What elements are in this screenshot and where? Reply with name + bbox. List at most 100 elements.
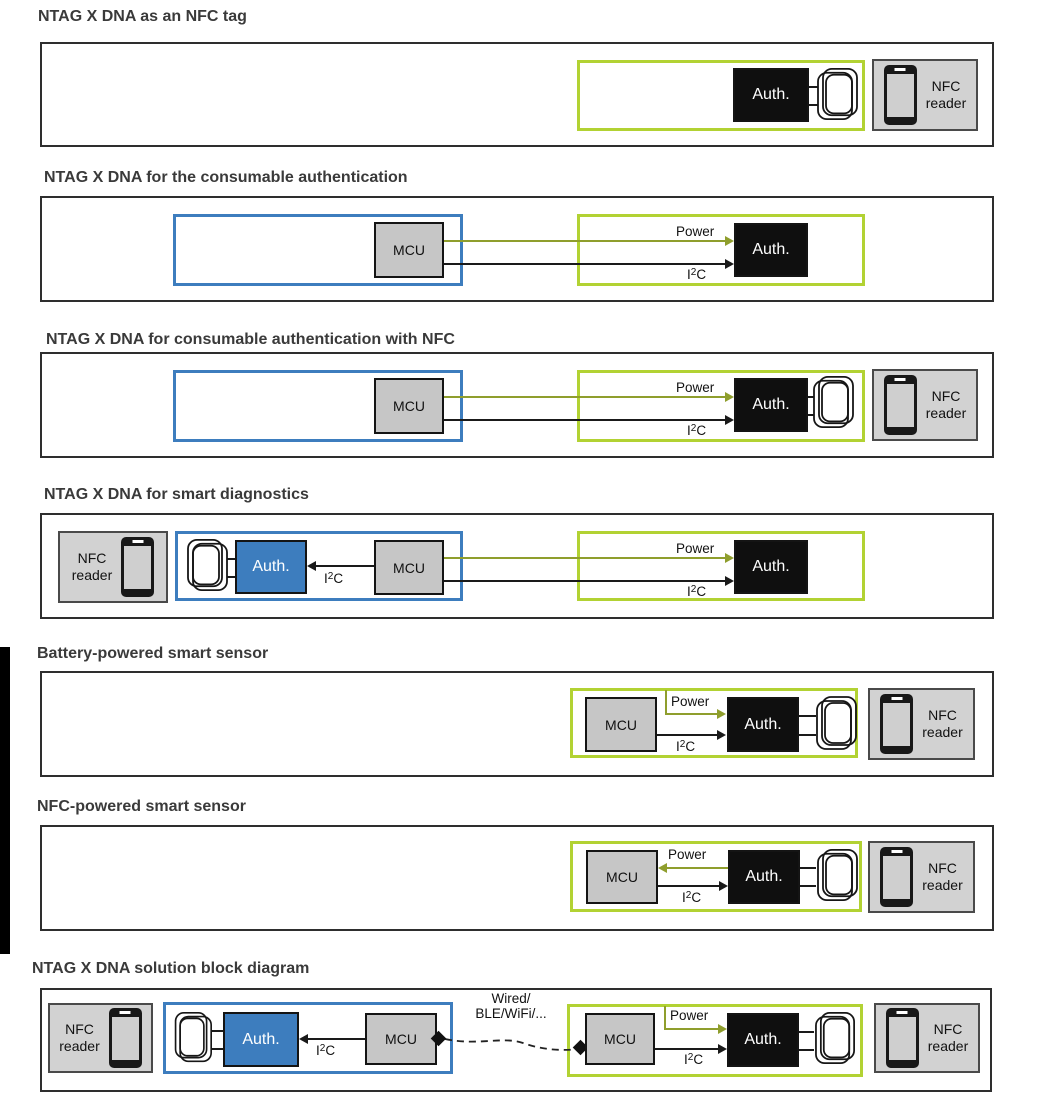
- mcu-chip: MCU: [365, 1013, 437, 1065]
- auth-chip-label: Auth.: [752, 241, 790, 258]
- phone-screen: [886, 384, 914, 427]
- mcu-chip-label: MCU: [606, 869, 638, 885]
- phone-icon: [883, 65, 917, 125]
- nfc-reader-label-line1: NFC: [77, 549, 107, 566]
- power-arrow: [664, 1028, 718, 1030]
- power-arrow: [444, 557, 725, 559]
- antenna-stub-line: [800, 885, 816, 887]
- mcu-chip: MCU: [374, 378, 444, 434]
- i2c-arrow: [444, 419, 725, 421]
- i2c-label-part: C: [691, 890, 702, 905]
- power-arrowhead-icon: [725, 553, 734, 563]
- section-title-nfc-powered-sensor: NFC-powered smart sensor: [37, 798, 246, 815]
- phone-icon: [121, 537, 155, 597]
- auth-chip: Auth.: [734, 540, 808, 594]
- auth-chip: Auth.: [733, 68, 809, 122]
- power-arrowhead-icon: [725, 392, 734, 402]
- host-outline-box: [175, 531, 463, 601]
- i2c-label-part: C: [325, 1043, 336, 1058]
- coil-antenna-icon: [815, 1012, 855, 1065]
- power-label: Power: [668, 847, 707, 862]
- tag-outline-box: [577, 370, 865, 442]
- link-type-label-line1: Wired/: [491, 991, 531, 1006]
- i2c-arrow: [655, 1048, 718, 1050]
- i2c-arrowhead-icon: [307, 561, 316, 571]
- phone-speaker: [132, 540, 144, 543]
- i2c-arrowhead-icon: [717, 730, 726, 740]
- antenna-stub-line: [227, 558, 235, 560]
- auth-chip-label: Auth.: [252, 558, 290, 575]
- mcu-chip-label: MCU: [393, 559, 425, 576]
- antenna-stub-line: [809, 86, 819, 88]
- auth-chip-label: Auth.: [745, 868, 783, 885]
- i2c-label: I2C: [684, 1052, 703, 1067]
- phone-icon: [880, 694, 914, 754]
- phone-speaker: [119, 1011, 131, 1014]
- phone-screen: [883, 856, 911, 899]
- coil-antenna-icon: [174, 1011, 212, 1063]
- i2c-label: I2C: [676, 739, 695, 754]
- antenna-stub-line: [809, 104, 819, 106]
- power-feed-line: [665, 690, 667, 714]
- nfc-reader-label-line1: NFC: [931, 387, 961, 404]
- i2c-arrowhead-icon: [725, 259, 734, 269]
- phone-speaker: [891, 850, 903, 853]
- i2c-label: I2C: [324, 571, 343, 586]
- i2c-label-sup: 2: [690, 267, 697, 278]
- phone-screen: [111, 1017, 139, 1060]
- power-arrowhead-icon: [658, 863, 667, 873]
- tag-outline-box: [570, 841, 862, 912]
- coil-antenna-icon: [187, 539, 228, 592]
- i2c-label-part: I: [676, 739, 680, 754]
- nfc-reader-label-line1: NFC: [928, 706, 957, 723]
- power-arrowhead-icon: [718, 1024, 727, 1034]
- section-title-consumable-auth: NTAG X DNA for the consumable authentica…: [44, 169, 408, 186]
- phone-icon: [885, 1008, 919, 1068]
- phone-icon: [108, 1008, 142, 1068]
- phone-screen: [888, 1017, 916, 1060]
- nfc-reader-label-line1: NFC: [928, 859, 957, 876]
- nfc-reader-label-line2: reader: [927, 1038, 969, 1054]
- power-label: Power: [676, 541, 715, 556]
- section-title-smart-diagnostics: NTAG X DNA for smart diagnostics: [44, 486, 309, 503]
- i2c-label: I2C: [682, 890, 701, 905]
- antenna-stub-line: [211, 1048, 223, 1050]
- phone-speaker: [891, 697, 903, 700]
- i2c-arrowhead-icon: [725, 576, 734, 586]
- i2c-label-part: C: [685, 739, 696, 754]
- i2c-arrow: [657, 734, 717, 736]
- i2c-arrow: [658, 885, 719, 887]
- i2c-label-sup: 2: [319, 1043, 326, 1054]
- auth-chip: Auth.: [734, 223, 808, 277]
- auth-chip-label: Auth.: [242, 1030, 280, 1048]
- antenna-stub-line: [799, 1049, 814, 1051]
- tag-outline-box: [567, 1004, 863, 1077]
- power-arrow: [444, 240, 725, 242]
- host-outline-box: [173, 370, 463, 442]
- nfc-reader-label-line1: NFC: [931, 77, 961, 94]
- power-arrow: [665, 713, 717, 715]
- auth-chip-label: Auth.: [752, 396, 790, 413]
- mcu-chip-label: MCU: [393, 398, 425, 414]
- auth-chip-label: Auth.: [752, 86, 790, 103]
- power-arrowhead-icon: [725, 236, 734, 246]
- nfc-reader-label-line2: reader: [922, 724, 963, 740]
- tag-outline-box: [577, 214, 865, 286]
- section-title-solution-block-diagram: NTAG X DNA solution block diagram: [32, 960, 310, 977]
- antenna-stub-line: [227, 576, 235, 578]
- auth-chip: Auth.: [727, 697, 799, 752]
- i2c-label-part: I: [684, 1052, 688, 1067]
- i2c-label: I2C: [687, 267, 706, 282]
- mcu-chip: MCU: [586, 850, 658, 904]
- i2c-label-part: I: [687, 584, 691, 599]
- power-label: Power: [676, 224, 715, 239]
